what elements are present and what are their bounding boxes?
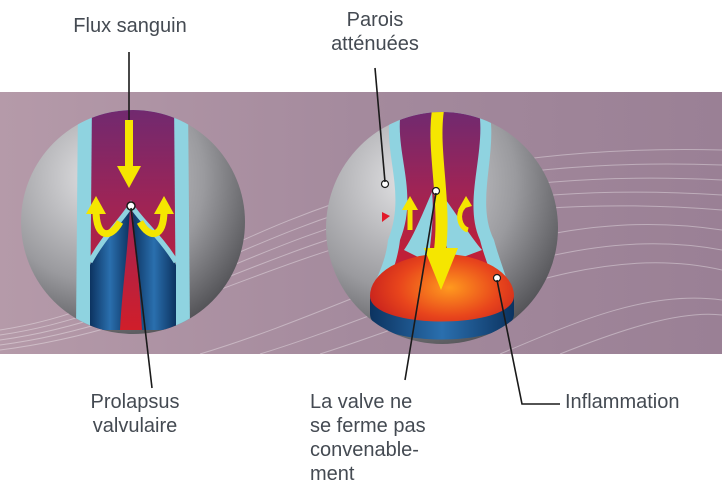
flow-arrow-down-large xyxy=(436,110,441,250)
label-parois-attenuees: Parois atténuées xyxy=(300,8,450,56)
label-prolapsus-valvulaire: Prolapsus valvulaire xyxy=(40,390,230,438)
flow-arrow-down xyxy=(125,120,133,168)
label-valve-ne-ferme-pas: La valve ne se ferme pas convenable- men… xyxy=(310,390,460,486)
label-flux-sanguin: Flux sanguin xyxy=(40,14,220,38)
label-inflammation: Inflammation xyxy=(565,390,722,414)
